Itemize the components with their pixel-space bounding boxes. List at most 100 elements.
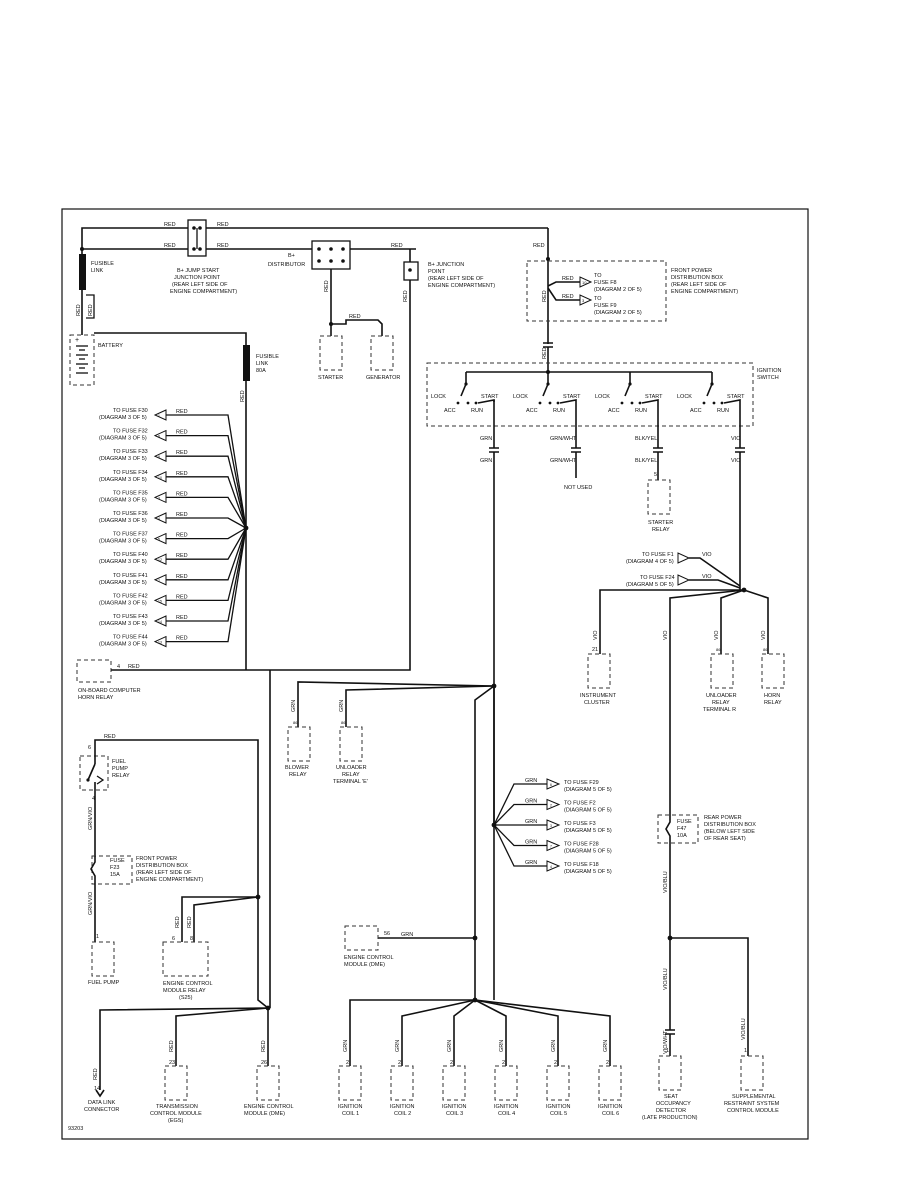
- left-fuse-8: TO FUSE F41(DIAGRAM 3 OF 5) 7 RED: [99, 527, 247, 586]
- svg-text:TO FUSE F41: TO FUSE F41: [113, 573, 148, 579]
- svg-text:(DIAGRAM 5 OF 5): (DIAGRAM 5 OF 5): [564, 828, 612, 834]
- svg-text:IGNITION: IGNITION: [546, 1104, 570, 1110]
- svg-text:BLK/YEL: BLK/YEL: [635, 458, 657, 464]
- jump-start-junction: [187, 219, 207, 257]
- svg-text:RED: RED: [164, 243, 176, 249]
- svg-text:RED: RED: [176, 430, 188, 436]
- svg-text:GRN: GRN: [291, 700, 297, 712]
- starter-relay: [647, 479, 671, 515]
- svg-text:2: 2: [606, 1060, 609, 1066]
- svg-text:14: 14: [94, 1086, 100, 1092]
- fuel-pump-relay: [79, 755, 109, 791]
- svg-text:TO FUSE F44: TO FUSE F44: [113, 635, 148, 641]
- svg-text:RED: RED: [93, 1068, 99, 1080]
- svg-text:(DIAGRAM 3 OF 5): (DIAGRAM 3 OF 5): [99, 477, 147, 483]
- svg-text:56: 56: [384, 931, 390, 937]
- svg-text:10: 10: [582, 280, 587, 285]
- svg-text:RED: RED: [176, 471, 188, 477]
- svg-text:8: 8: [190, 936, 193, 942]
- svg-text:(DIAGRAM 3 OF 5): (DIAGRAM 3 OF 5): [99, 642, 147, 648]
- svg-text:COIL 5: COIL 5: [550, 1111, 567, 1117]
- generator: [370, 335, 394, 371]
- starter: [319, 335, 343, 371]
- svg-text:14: 14: [158, 620, 162, 624]
- svg-text:(DIAGRAM 5 OF 5): (DIAGRAM 5 OF 5): [564, 869, 612, 875]
- svg-text:RED: RED: [176, 615, 188, 621]
- svg-text:26: 26: [261, 1060, 267, 1066]
- ecm-dme-mid: [344, 925, 379, 951]
- left-fuse-10: TO FUSE F43 (DIAGRAM 3 OF 5) 14 RED: [99, 527, 247, 627]
- svg-text:2: 2: [554, 1060, 557, 1066]
- svg-text:LOCK: LOCK: [595, 394, 610, 400]
- svg-text:RED: RED: [176, 409, 188, 415]
- svg-text:1: 1: [158, 414, 160, 418]
- svg-text:TO FUSE F42: TO FUSE F42: [113, 593, 148, 599]
- svg-text:RED: RED: [176, 574, 188, 580]
- svg-text:1: 1: [744, 1048, 747, 1054]
- grn-fuse-arrow: [546, 798, 561, 811]
- svg-text:BATTERY: BATTERY: [98, 343, 123, 349]
- ecm-dme-bottom: [256, 1065, 280, 1101]
- ignition-outputs: GRN GRN GRN/WHT GRN/WHT NOT USED BLK/YEL…: [480, 400, 745, 1000]
- svg-text:TO FUSE F43: TO FUSE F43: [113, 614, 148, 620]
- horn-relay: [761, 653, 785, 689]
- svg-text:RED: RED: [104, 734, 116, 740]
- svg-text:GRN: GRN: [525, 819, 537, 825]
- svg-text:VIO: VIO: [714, 630, 720, 640]
- svg-text:GRN: GRN: [395, 1040, 401, 1052]
- ignition-coil-box: [494, 1065, 518, 1101]
- grn-fuse-arrow: [546, 778, 561, 790]
- svg-text:RED: RED: [175, 916, 181, 928]
- svg-text:IGNITION: IGNITION: [390, 1104, 414, 1110]
- svg-text:ACC: ACC: [608, 408, 620, 414]
- svg-text:6: 6: [172, 936, 175, 942]
- fuse-arrow: [153, 491, 167, 504]
- svg-text:(DIAGRAM 5 OF 5): (DIAGRAM 5 OF 5): [564, 808, 612, 814]
- svg-text:RUN: RUN: [717, 408, 729, 414]
- svg-text:VIO/BLU: VIO/BLU: [663, 871, 669, 893]
- svg-text:3: 3: [158, 496, 160, 500]
- svg-text:86: 86: [341, 720, 346, 725]
- svg-text:TO FUSE F28: TO FUSE F28: [564, 842, 599, 848]
- svg-text:COIL 4: COIL 4: [498, 1111, 515, 1117]
- svg-text:12: 12: [158, 558, 162, 562]
- grn-fuse-arrow: [546, 819, 561, 831]
- svg-text:LOCK: LOCK: [513, 394, 528, 400]
- svg-text:7: 7: [158, 579, 160, 583]
- svg-text:RED: RED: [176, 491, 188, 497]
- svg-text:4: 4: [117, 664, 120, 670]
- svg-text:9: 9: [158, 455, 160, 459]
- svg-text:8: 8: [158, 435, 160, 439]
- svg-text:ACC: ACC: [444, 408, 456, 414]
- battery: + BATTERY: [69, 332, 247, 386]
- svg-text:VIO/BLU: VIO/BLU: [741, 1018, 747, 1040]
- svg-text:(DIAGRAM 3 OF 5): (DIAGRAM 3 OF 5): [99, 580, 147, 586]
- svg-text:NOT USED: NOT USED: [564, 485, 592, 491]
- svg-text:GRN: GRN: [551, 1040, 557, 1052]
- svg-text:RED: RED: [176, 512, 188, 518]
